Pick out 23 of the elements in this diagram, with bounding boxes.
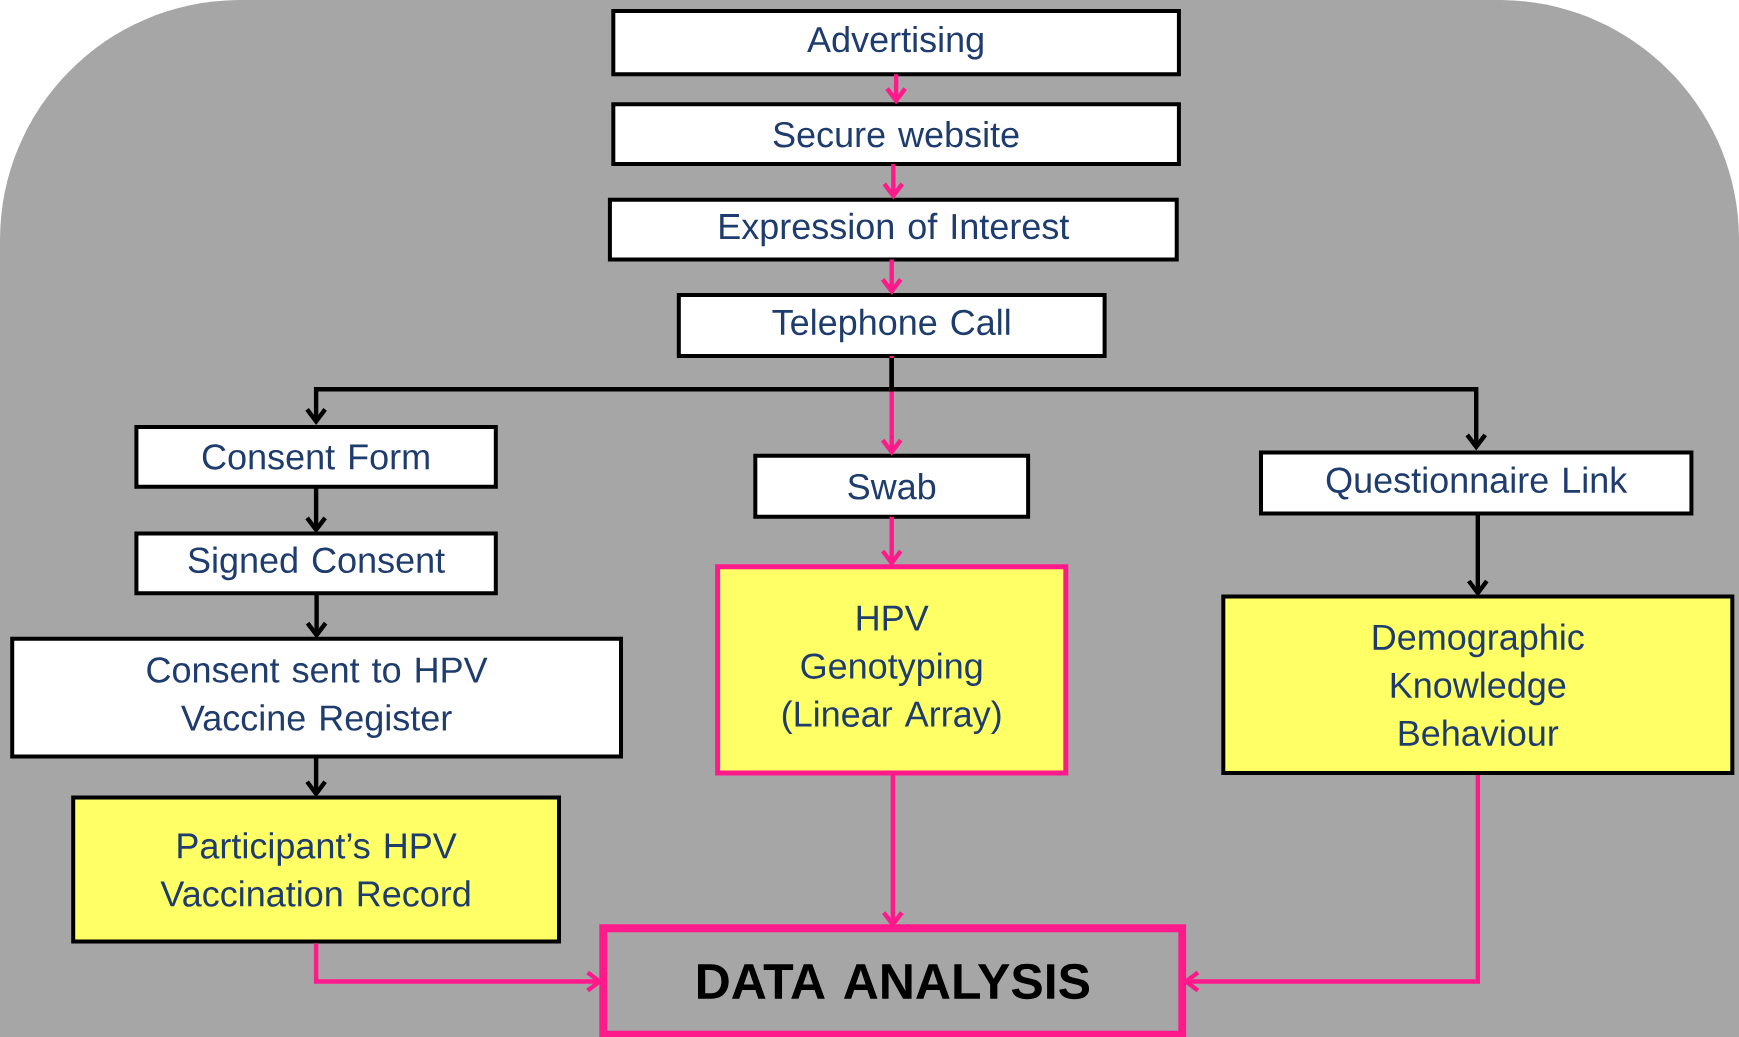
arrow <box>1467 513 1489 597</box>
process-box: Advertising <box>611 9 1181 77</box>
process-box: Swab <box>753 453 1031 519</box>
process-box: Signed Consent <box>134 531 498 596</box>
process-box: Telephone Call <box>676 293 1107 358</box>
result-box: Participant’s HPV Vaccination Record <box>71 795 561 944</box>
process-box: Secure website <box>611 102 1181 167</box>
arrow <box>880 516 903 567</box>
result-box: HPV Genotyping (Linear Array) <box>715 564 1069 776</box>
analysis-box: DATA ANALYSIS <box>599 924 1187 1037</box>
arrow <box>305 486 327 534</box>
arrow <box>1182 775 1480 993</box>
arrow <box>880 259 903 295</box>
arrow <box>305 756 327 798</box>
process-box: Questionnaire Link <box>1259 450 1694 516</box>
process-box: Expression of Interest <box>607 197 1179 262</box>
arrow <box>305 593 328 639</box>
arrow <box>889 358 1487 451</box>
process-box: Consent Form <box>134 425 498 489</box>
process-box: Consent sent to HPV Vaccine Register <box>10 636 623 759</box>
arrow <box>882 164 905 200</box>
result-box: Demographic Knowledge Behaviour <box>1221 594 1735 775</box>
arrow <box>885 74 907 105</box>
